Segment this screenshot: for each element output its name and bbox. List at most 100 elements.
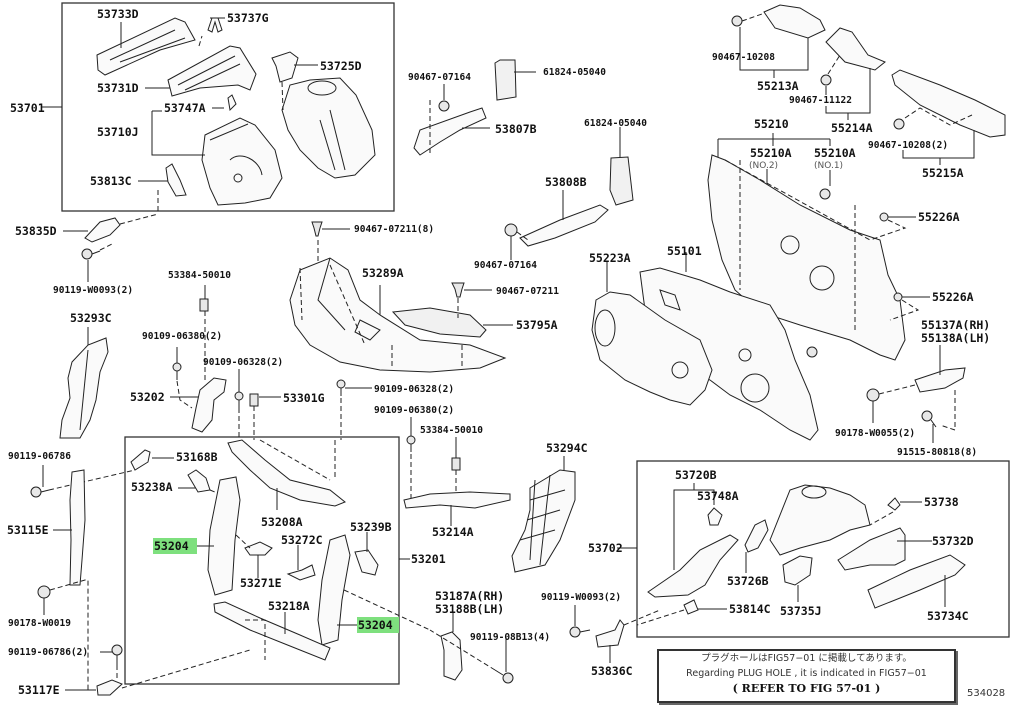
label-53117E[interactable]: 53117E: [18, 683, 60, 697]
part-53294C[interactable]: [511, 469, 576, 573]
label-61824-05040-a[interactable]: 61824-05040: [543, 67, 606, 78]
part-53289A[interactable]: [289, 240, 507, 373]
fastener-90467-11122[interactable]: [820, 74, 832, 86]
fastener-90119-06786[interactable]: [30, 486, 50, 498]
label-55226A-b[interactable]: 55226A: [932, 290, 974, 304]
label-53710J[interactable]: 53710J: [97, 125, 139, 139]
part-53814C[interactable]: [683, 599, 699, 615]
part-53725D[interactable]: [271, 51, 299, 83]
label-53201[interactable]: 53201: [411, 552, 446, 566]
fastener-90109-06380-b[interactable]: [406, 435, 416, 452]
label-53702[interactable]: 53702: [588, 541, 623, 555]
label-53293C[interactable]: 53293C: [70, 311, 112, 325]
label-55210A-no1[interactable]: 55210A: [814, 146, 856, 160]
label-53272C[interactable]: 53272C: [281, 533, 323, 547]
fastener-dash-clip[interactable]: [806, 346, 818, 358]
label-53807B[interactable]: 53807B: [495, 122, 537, 136]
fastener-90109-06328-a[interactable]: [234, 391, 244, 408]
part-53202[interactable]: [191, 377, 227, 433]
label-53808B[interactable]: 53808B: [545, 175, 587, 189]
label-53208A[interactable]: 53208A: [261, 515, 303, 529]
note-reference-link[interactable]: ( REFER TO FIG 57-01 ): [732, 682, 881, 695]
part-53732D[interactable]: [837, 527, 906, 571]
label-53238A[interactable]: 53238A: [131, 480, 173, 494]
label-53188B-lh[interactable]: 53188B(LH): [435, 602, 504, 616]
part-53748A[interactable]: [707, 507, 723, 526]
part-53734C[interactable]: [867, 554, 966, 609]
part-53710J[interactable]: [201, 117, 283, 206]
label-90467-07211-8[interactable]: 90467-07211(8): [354, 224, 434, 235]
label-53731D[interactable]: 53731D: [97, 81, 139, 95]
label-55101[interactable]: 55101: [667, 244, 702, 258]
label-53795A[interactable]: 53795A: [516, 318, 558, 332]
label-55213A[interactable]: 55213A: [757, 79, 799, 93]
label-53115E[interactable]: 53115E: [7, 523, 49, 537]
fastener-90467-10208-2[interactable]: [893, 118, 905, 130]
fastener-55226A-a[interactable]: [879, 212, 889, 222]
label-90467-07164-b[interactable]: 90467-07164: [474, 260, 537, 271]
part-53168B[interactable]: [130, 449, 151, 471]
part-55213A[interactable]: [763, 4, 826, 39]
part-53795A[interactable]: [391, 307, 487, 338]
part-61824-05040-b[interactable]: [609, 156, 634, 206]
label-90119-06786-2[interactable]: 90119-06786(2): [8, 647, 88, 658]
fastener-53384-50010-b[interactable]: [451, 457, 461, 471]
fastener-90119-08B13[interactable]: [494, 669, 514, 684]
label-53301G[interactable]: 53301G: [283, 391, 325, 405]
fastener-90467-10208[interactable]: [731, 15, 743, 27]
label-53813C[interactable]: 53813C: [90, 174, 132, 188]
part-53238A[interactable]: [187, 469, 211, 493]
label-55214A[interactable]: 55214A: [831, 121, 873, 135]
part-53726B[interactable]: [744, 519, 769, 553]
label-53725D[interactable]: 53725D: [320, 59, 362, 73]
part-53214A[interactable]: [403, 491, 511, 509]
label-90119-06786[interactable]: 90119-06786: [8, 451, 71, 462]
label-90109-06380-b[interactable]: 90109-06380(2): [374, 405, 454, 416]
part-53747A[interactable]: [227, 94, 237, 112]
part-53271E[interactable]: [244, 541, 273, 556]
label-53384-50010-b[interactable]: 53384-50010: [420, 425, 483, 436]
part-53239B[interactable]: [354, 549, 379, 576]
label-53835D[interactable]: 53835D: [15, 224, 57, 238]
part-55215A[interactable]: [891, 69, 1006, 138]
part-53813C[interactable]: [165, 163, 187, 197]
label-55138A-lh[interactable]: 55138A(LH): [921, 331, 990, 345]
label-53202[interactable]: 53202: [130, 390, 165, 404]
fastener-90109-06328-b[interactable]: [336, 379, 346, 396]
fastener-90119-W0093-b[interactable]: [569, 626, 591, 638]
part-53701-inner-apron[interactable]: [281, 77, 376, 179]
part-53204-left[interactable]: [207, 476, 241, 596]
label-55210[interactable]: 55210: [754, 117, 789, 131]
part-53115E[interactable]: [69, 469, 86, 586]
label-53271E[interactable]: 53271E: [240, 576, 282, 590]
label-61824-05040-b[interactable]: 61824-05040: [584, 118, 647, 129]
fastener-90178-W0019[interactable]: [37, 585, 51, 599]
part-53807B[interactable]: [413, 107, 487, 156]
fastener-55210A-no1[interactable]: [819, 188, 831, 200]
label-91515-80818[interactable]: 91515-80818(8): [897, 447, 977, 458]
part-53272C[interactable]: [286, 564, 316, 581]
label-90119-W0093-b[interactable]: 90119-W0093(2): [541, 592, 621, 603]
label-90467-10208[interactable]: 90467-10208: [712, 52, 775, 63]
label-53748A[interactable]: 53748A: [697, 489, 739, 503]
part-53117E[interactable]: [96, 679, 123, 696]
part-55223A[interactable]: [591, 291, 713, 406]
label-53734C[interactable]: 53734C: [927, 609, 969, 623]
label-53187A-rh[interactable]: 53187A(RH): [435, 589, 504, 603]
part-53720B[interactable]: [647, 534, 739, 598]
part-53208A[interactable]: [227, 439, 346, 507]
part-53836C[interactable]: [595, 619, 625, 648]
label-90467-10208-2[interactable]: 90467-10208(2): [868, 140, 948, 151]
part-55214A[interactable]: [825, 27, 886, 71]
fastener-90467-07164-a[interactable]: [438, 100, 450, 112]
label-53732D[interactable]: 53732D: [932, 534, 974, 548]
fastener-91515-80818[interactable]: [921, 410, 937, 428]
label-90119-W0093-a[interactable]: 90119-W0093(2): [53, 285, 133, 296]
part-53738[interactable]: [887, 497, 901, 511]
label-53218A[interactable]: 53218A: [268, 599, 310, 613]
label-55137A-rh[interactable]: 55137A(RH): [921, 318, 990, 332]
label-53747A[interactable]: 53747A: [164, 101, 206, 115]
label-53735J[interactable]: 53735J: [780, 604, 822, 618]
part-53731D[interactable]: [167, 45, 257, 97]
part-53702-inner-apron[interactable]: [769, 484, 871, 556]
